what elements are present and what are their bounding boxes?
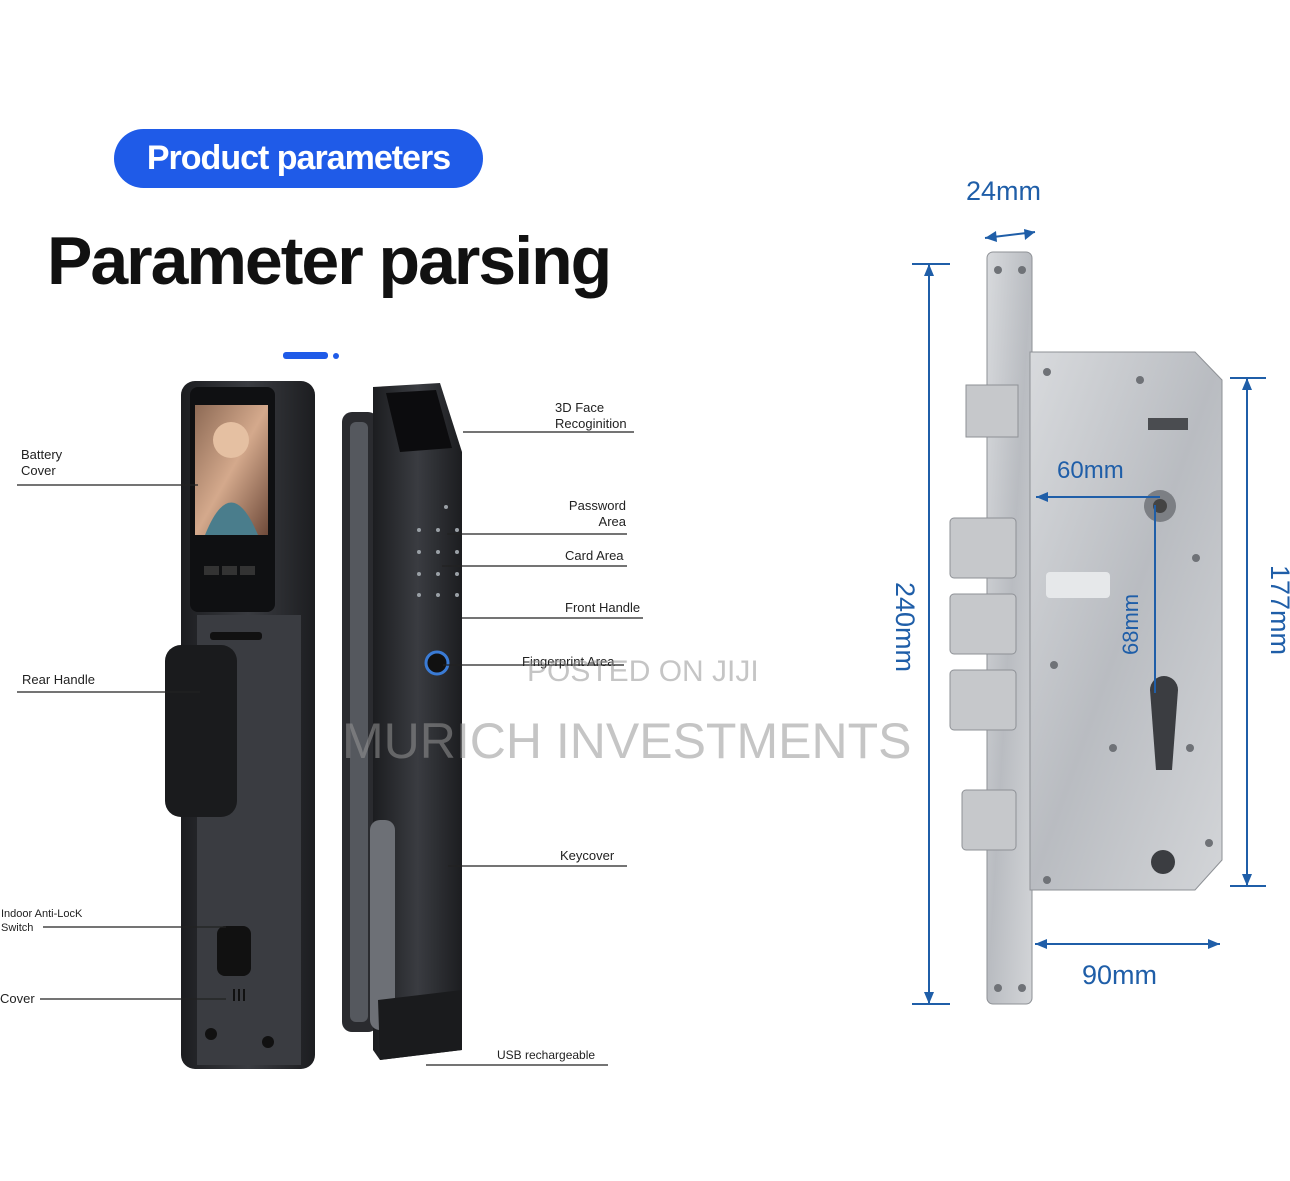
fingerprint-area-label: Fingerprint Area xyxy=(522,654,615,669)
anti-lock-switch xyxy=(217,926,251,976)
divider-marker xyxy=(283,352,328,359)
product-parameters-badge: Product parameters xyxy=(114,129,483,188)
password-area-label: Password Area xyxy=(568,498,626,529)
left-callout-lines xyxy=(17,484,226,1000)
front-lock-unit xyxy=(342,383,462,1060)
dimension-90mm: 90mm xyxy=(1082,960,1158,990)
dimension-240mm: 240mm xyxy=(890,582,920,673)
indoor-anti-lock-label: Indoor Anti-LocK Switch xyxy=(1,908,83,934)
dimension-60mm: 60mm xyxy=(1057,457,1124,484)
rear-lock-unit xyxy=(165,381,315,1069)
right-callout-lines xyxy=(426,431,643,1066)
card-area-label: Card Area xyxy=(565,548,624,563)
watermark-seller: MURICH INVESTMENTS xyxy=(342,713,912,769)
dimension-lines xyxy=(912,231,1266,1005)
mortise-lock-body xyxy=(949,251,1223,1005)
front-handle-label: Front Handle xyxy=(565,600,641,615)
dimension-24mm: 24mm xyxy=(966,176,1042,206)
fingerprint-sensor xyxy=(424,650,450,676)
battery-cover-label: Battery Cover xyxy=(21,447,63,478)
rear-handle-label: Rear Handle xyxy=(22,672,95,687)
dimension-68mm: 68mm xyxy=(1118,593,1143,655)
cover-label: Cover xyxy=(0,991,35,1006)
page-title: Parameter parsing xyxy=(47,223,612,299)
rear-handle xyxy=(165,645,237,817)
face-recognition-label: 3D Face Recoginition xyxy=(555,400,627,431)
dimension-177mm: 177mm xyxy=(1265,565,1290,656)
keycover-label: Keycover xyxy=(560,848,615,863)
usb-label: USB rechargeable xyxy=(497,1048,596,1062)
watermark-posted: POSTED ON JIJI xyxy=(527,655,759,688)
